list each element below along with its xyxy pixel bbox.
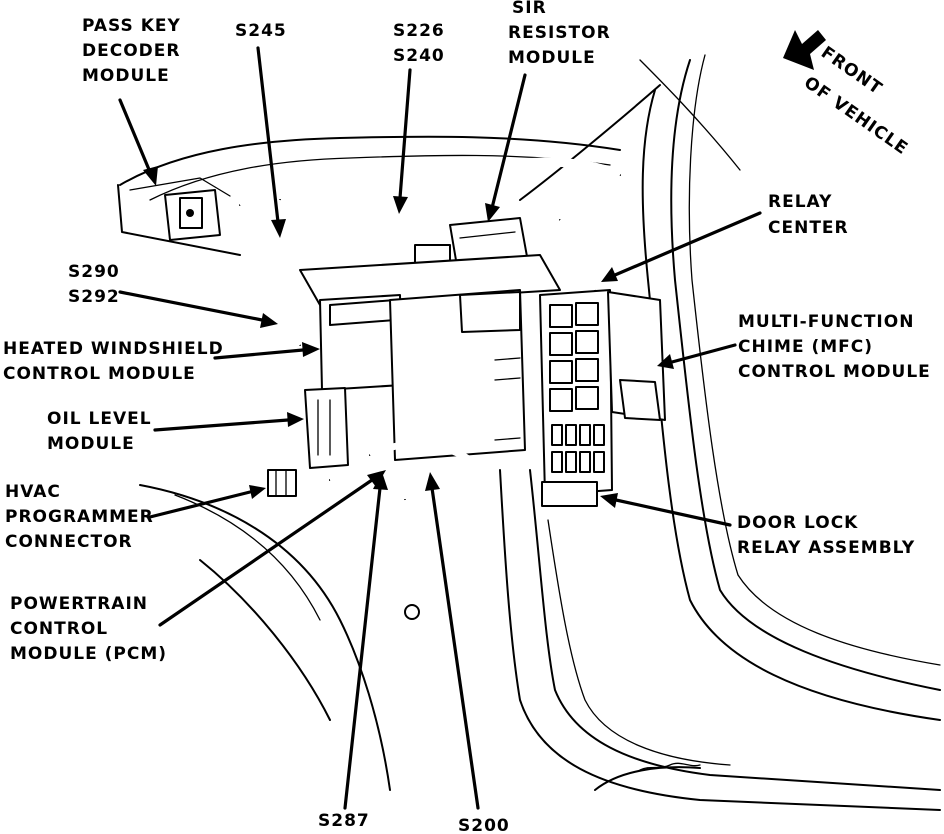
label-hvac-1: HVAC: [5, 482, 61, 502]
front-of-vehicle-indicator: FRONT OF VEHICLE: [783, 30, 912, 159]
label-mfc-3: CONTROL MODULE: [738, 362, 931, 382]
label-pcm-3: MODULE (PCM): [10, 644, 167, 664]
label-sir-1: SIR: [512, 0, 547, 18]
module-cluster: [164, 157, 666, 620]
callout-labels: PASS KEY DECODER MODULE S245 S226 S240 S…: [3, 0, 931, 834]
label-heated-1: HEATED WINDSHIELD: [3, 339, 224, 359]
label-mfc-2: CHIME (MFC): [738, 337, 873, 357]
label-mfc-1: MULTI-FUNCTION: [738, 312, 914, 332]
label-relay-center-1: RELAY: [768, 192, 832, 212]
label-pcm-1: POWERTRAIN: [10, 594, 148, 614]
label-s245: S245: [235, 21, 287, 41]
label-sir-3: MODULE: [508, 48, 596, 68]
label-pass-key-2: DECODER: [82, 41, 180, 61]
label-s226: S226: [393, 21, 445, 41]
label-oil-1: OIL LEVEL: [47, 409, 152, 429]
label-hvac-2: PROGRAMMER: [5, 507, 154, 527]
label-s240: S240: [393, 46, 445, 66]
relay-grid: [549, 302, 605, 473]
front-arrow-icon: [783, 30, 826, 70]
leader-lines: [118, 46, 762, 810]
label-pass-key-1: PASS KEY: [82, 16, 181, 36]
label-heated-2: CONTROL MODULE: [3, 364, 196, 384]
label-hvac-3: CONNECTOR: [5, 532, 133, 552]
label-sir-2: RESISTOR: [508, 23, 611, 43]
label-s287: S287: [318, 811, 370, 831]
label-pcm-2: CONTROL: [10, 619, 108, 639]
label-pass-key-3: MODULE: [82, 66, 170, 86]
label-oil-2: MODULE: [47, 434, 135, 454]
vehicle-body-outline: [117, 54, 941, 811]
label-s290: S290: [68, 262, 120, 282]
label-s200: S200: [458, 816, 510, 834]
label-door-lock-1: DOOR LOCK: [737, 513, 858, 533]
label-door-lock-2: RELAY ASSEMBLY: [737, 538, 915, 558]
label-relay-center-2: CENTER: [768, 218, 849, 238]
label-s292: S292: [68, 287, 120, 307]
